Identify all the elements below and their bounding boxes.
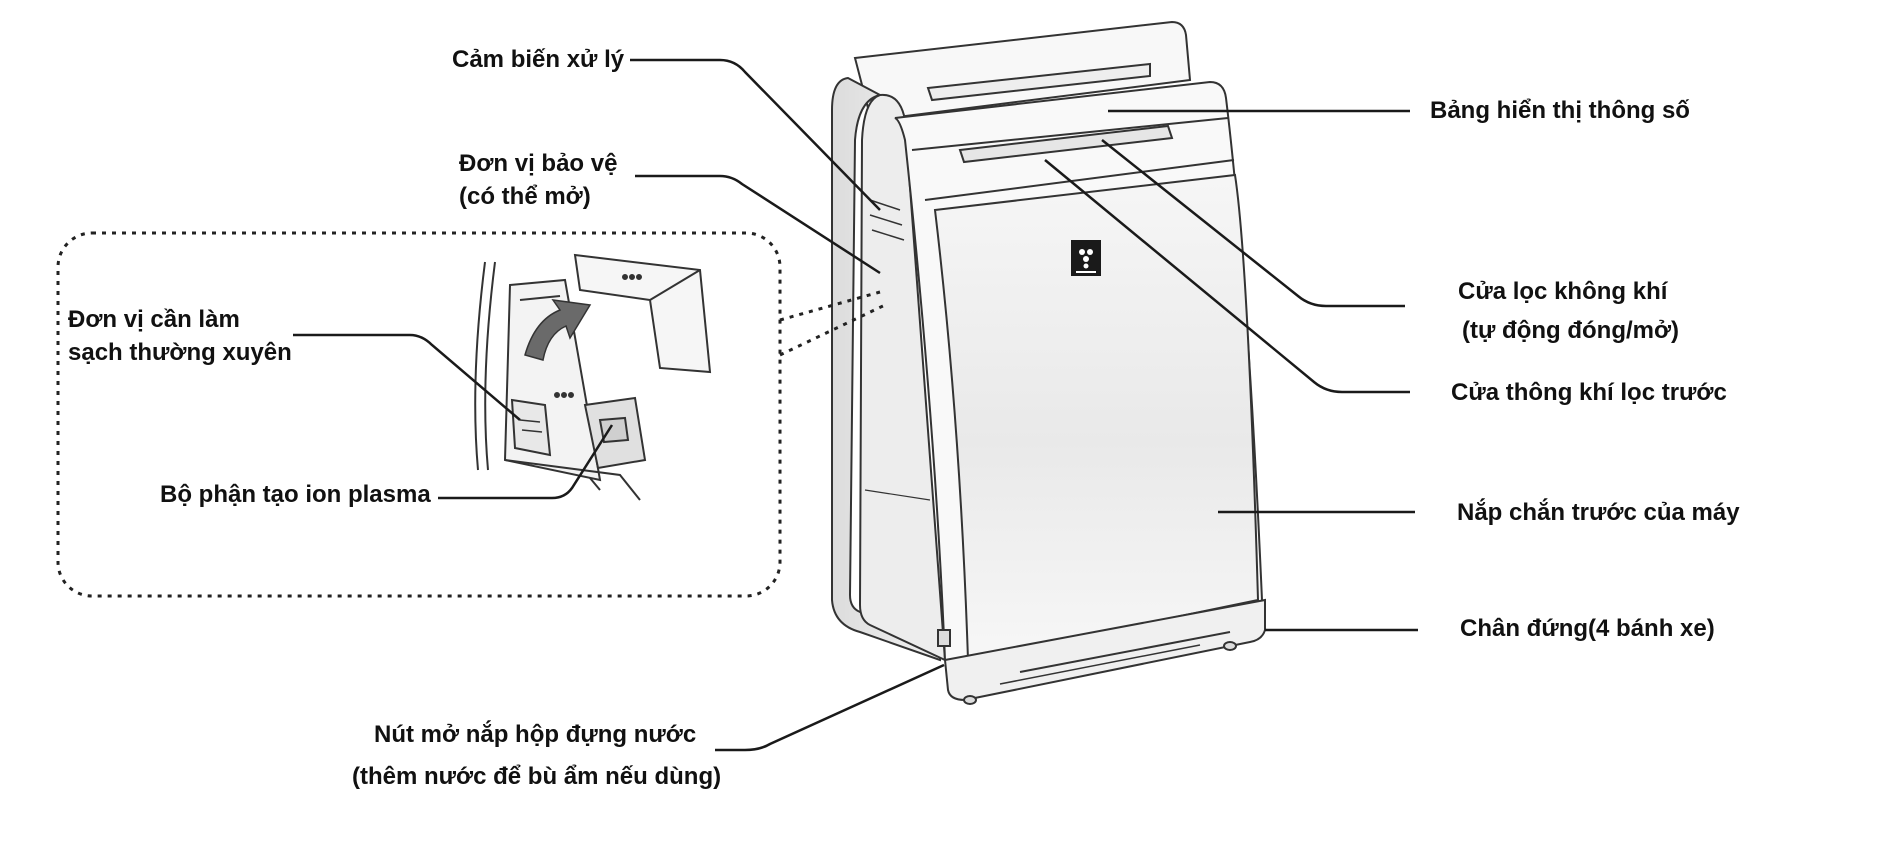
base-stand xyxy=(943,598,1266,702)
label-protection-unit-note: (có thể mở) xyxy=(459,183,591,210)
label-sensor: Cảm biến xử lý xyxy=(452,46,625,73)
leader-prefilter xyxy=(1044,159,1410,394)
side-face xyxy=(858,93,947,662)
label-protection-unit: Đơn vị bảo vệ xyxy=(459,150,618,177)
label-water-button: Nút mở nắp hộp đựng nước xyxy=(374,721,697,748)
label-display-panel: Bảng hiển thị thông số xyxy=(1430,97,1690,124)
detail-illustration xyxy=(474,253,712,501)
label-prefilter-vent: Cửa thông khí lọc trước xyxy=(1451,379,1727,406)
leader-protect xyxy=(635,174,881,275)
label-ion-generator: Bộ phận tạo ion plasma xyxy=(160,481,431,508)
display-slot xyxy=(958,124,1174,164)
detail-inset-frame xyxy=(56,231,782,598)
leader-louver xyxy=(1101,139,1405,308)
label-front-panel: Nắp chắn trước của máy xyxy=(1457,499,1740,526)
leader-sensor xyxy=(630,58,881,211)
label-air-louver: Cửa lọc không khí xyxy=(1458,278,1668,305)
open-arrow-icon xyxy=(524,299,592,361)
leader-lines xyxy=(293,58,1418,752)
water-box-button xyxy=(937,629,951,647)
sharp-logo-icon xyxy=(1071,240,1101,276)
label-air-louver-note: (tự động đóng/mở) xyxy=(1462,317,1680,344)
label-stand: Chân đứng(4 bánh xe) xyxy=(1460,615,1715,642)
leader-clean xyxy=(293,333,521,421)
protection-cover xyxy=(573,253,712,374)
label-clean-unit-line2: sạch thường xuyên xyxy=(68,339,292,366)
leader-button xyxy=(715,663,945,752)
label-water-button-note: (thêm nước để bù ẩm nếu dùng) xyxy=(352,763,722,790)
air-purifier-body xyxy=(831,20,1267,705)
leader-ion xyxy=(438,424,614,500)
label-clean-unit: Đơn vị cần làm xyxy=(68,306,240,333)
